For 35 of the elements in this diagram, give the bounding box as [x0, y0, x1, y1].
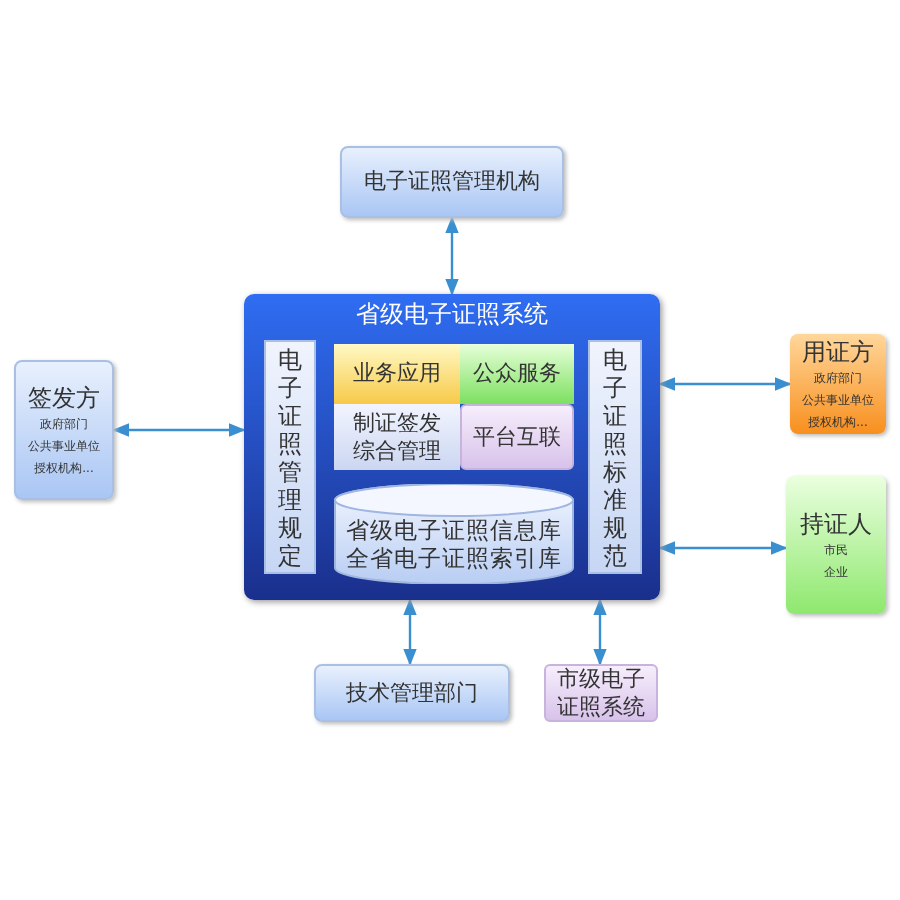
- node-label: 技术管理部门: [346, 679, 478, 707]
- node-label: 平台互联: [471, 423, 563, 451]
- standard-bar: [588, 340, 642, 574]
- node-label: 省级电子证照信息库: [346, 516, 562, 544]
- department-box: [314, 664, 510, 722]
- node-label: 市级电子证照系统: [555, 665, 647, 721]
- database-cylinder: [334, 484, 574, 584]
- party-box: [14, 360, 114, 500]
- node-label: 签发方: [28, 381, 100, 413]
- party-box: [786, 476, 886, 614]
- module-box: [334, 404, 460, 470]
- arrow: [658, 377, 792, 391]
- agency-box: [340, 146, 564, 218]
- node-label: 电子证照标准规范: [602, 345, 628, 569]
- node-label: 业务应用: [353, 360, 441, 388]
- node-label: 公众服务: [473, 360, 561, 388]
- panel-title: 省级电子证照系统: [356, 298, 548, 330]
- node-label: 用证方: [802, 335, 874, 367]
- regulation-bar: [264, 340, 316, 574]
- node-label: 制证签发综合管理: [351, 409, 443, 465]
- module-box: [460, 404, 574, 470]
- node-label: 持证人: [800, 507, 872, 539]
- node-label: 电子证照管理规定: [277, 345, 303, 569]
- arrow: [403, 598, 417, 666]
- node-note: 全省电子证照索引库: [346, 544, 562, 572]
- arrow: [112, 423, 246, 437]
- node-label: 电子证照管理机构: [364, 168, 540, 196]
- module-box: [460, 344, 574, 404]
- arrow: [593, 598, 607, 666]
- module-box: [334, 344, 460, 404]
- system-panel: [244, 294, 660, 600]
- party-box: [790, 334, 886, 434]
- arrow: [445, 216, 459, 296]
- arrow: [658, 541, 788, 555]
- city-system-box: [544, 664, 658, 722]
